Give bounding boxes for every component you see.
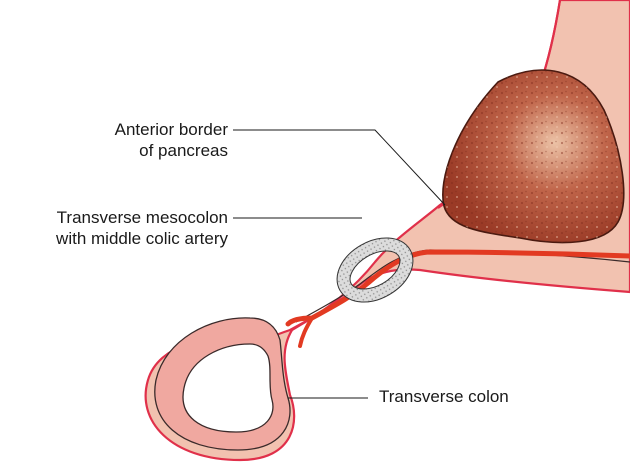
leader-line-pancreas <box>233 130 445 205</box>
label-pancreas: Anterior border of pancreas <box>60 119 228 161</box>
label-mesocolon: Transverse mesocolon with middle colic a… <box>0 207 228 249</box>
label-pancreas-line2: of pancreas <box>60 140 228 161</box>
label-mesocolon-line2: with middle colic artery <box>0 228 228 249</box>
label-pancreas-line1: Anterior border <box>60 119 228 140</box>
label-mesocolon-line1: Transverse mesocolon <box>0 207 228 228</box>
label-colon: Transverse colon <box>379 386 509 407</box>
